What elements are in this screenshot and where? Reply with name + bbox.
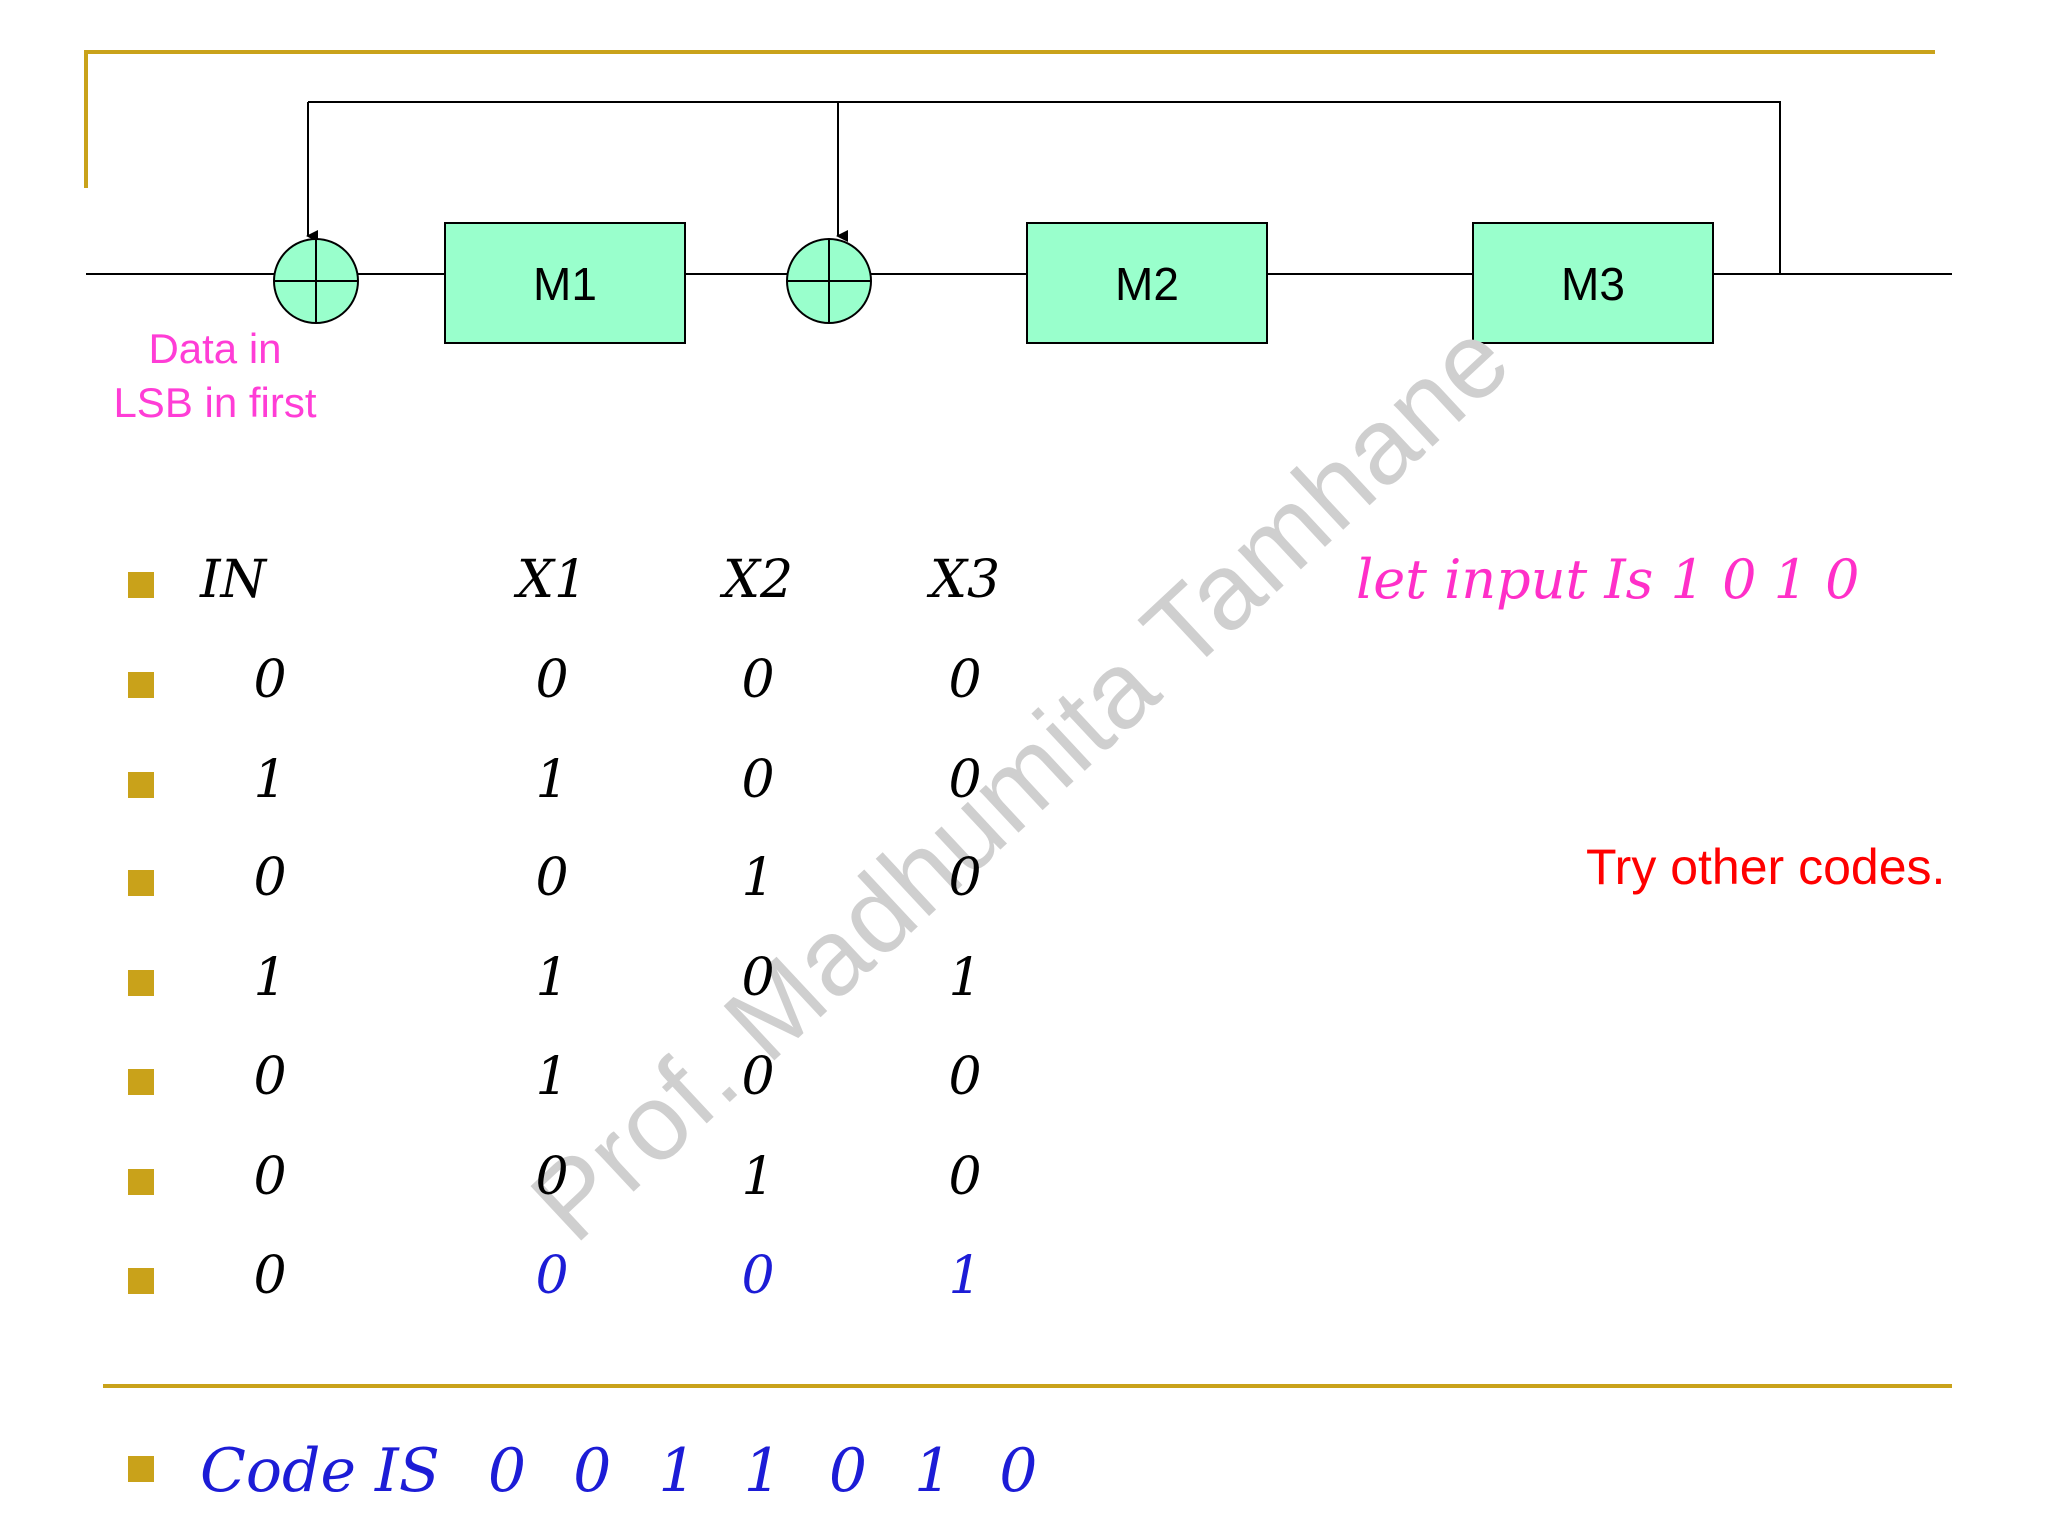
table-header-in: IN — [200, 550, 267, 610]
table-cell: 1 — [948, 948, 982, 1008]
table-bullet — [128, 870, 154, 896]
table-cell: 0 — [948, 848, 982, 908]
table-bullet — [128, 970, 154, 996]
table-cell: 0 — [948, 650, 982, 710]
table-bullet — [128, 1268, 154, 1294]
table-cell: 1 — [535, 750, 569, 810]
feedback-line — [308, 101, 1781, 274]
table-bullet — [128, 1069, 154, 1095]
table-cell: 0 — [535, 848, 569, 908]
input-note: let input Is 1 0 1 0 — [1356, 548, 1860, 611]
table-bullet — [128, 572, 154, 598]
table-cell: 1 — [741, 848, 775, 908]
table-cell: 0 — [741, 948, 775, 1008]
table-cell: 0 — [948, 1047, 982, 1107]
data-in-label-line2: LSB in first — [113, 379, 317, 426]
register-m2: M2 — [1026, 222, 1268, 344]
xor-adder-2 — [786, 238, 872, 324]
table-cell: 0 — [253, 1147, 287, 1207]
table-cell: 0 — [535, 1246, 569, 1306]
try-other-codes-note: Try other codes. — [1586, 839, 1946, 895]
table-cell: 0 — [741, 750, 775, 810]
table-cell: 1 — [253, 948, 287, 1008]
table-cell: 0 — [948, 1147, 982, 1207]
table-cell: 0 — [253, 1047, 287, 1107]
table-cell: 0 — [741, 650, 775, 710]
table-cell: 0 — [253, 1246, 287, 1306]
code-bullet — [128, 1456, 154, 1482]
table-cell: 1 — [741, 1147, 775, 1207]
table-header-x1: X1 — [516, 550, 588, 610]
code-label: Code IS — [200, 1436, 440, 1506]
data-in-label-line1: Data in — [148, 325, 282, 372]
table-header-x2: X2 — [722, 550, 794, 610]
register-m1-label: M1 — [533, 258, 597, 310]
table-bullet — [128, 1169, 154, 1195]
table-cell: 1 — [535, 1047, 569, 1107]
register-m1: M1 — [444, 222, 686, 344]
table-header-x3: X3 — [929, 550, 1001, 610]
register-m2-label: M2 — [1115, 258, 1179, 310]
table-cell: 0 — [535, 1147, 569, 1207]
table-cell: 0 — [253, 650, 287, 710]
table-cell: 1 — [948, 1246, 982, 1306]
table-cell: 0 — [948, 750, 982, 810]
table-cell: 0 — [741, 1246, 775, 1306]
table-cell: 0 — [535, 650, 569, 710]
code-line: Code IS 0 0 1 1 0 1 0 — [200, 1436, 1051, 1506]
gold-frame-top — [84, 50, 1935, 188]
xor-adder-1 — [273, 238, 359, 324]
table-cell: 0 — [253, 848, 287, 908]
table-cell: 0 — [741, 1047, 775, 1107]
table-cell: 1 — [535, 948, 569, 1008]
table-bullet — [128, 772, 154, 798]
register-m3-label: M3 — [1561, 258, 1625, 310]
code-value: 0 0 1 1 0 1 0 — [487, 1436, 1052, 1506]
table-bullet — [128, 672, 154, 698]
data-in-label: Data in LSB in first — [100, 322, 330, 430]
register-m3: M3 — [1472, 222, 1714, 344]
table-cell: 1 — [253, 750, 287, 810]
